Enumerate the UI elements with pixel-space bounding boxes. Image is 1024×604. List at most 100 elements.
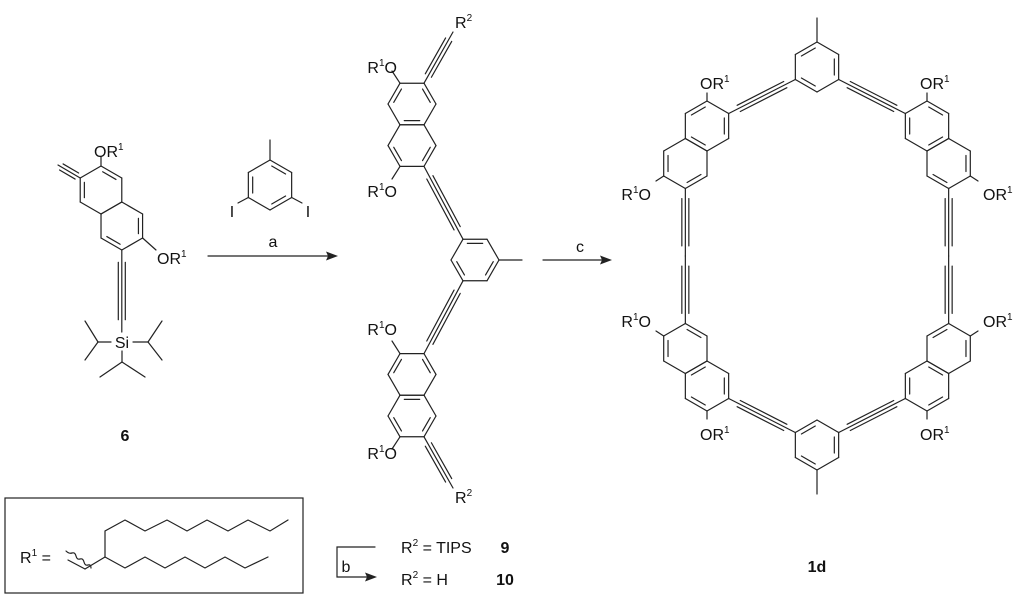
bond-line xyxy=(423,280,464,355)
ring-bond xyxy=(100,237,123,251)
o-bond xyxy=(391,436,401,450)
ring-bond xyxy=(948,175,971,190)
ring-bond xyxy=(926,397,950,412)
alkyne-bridge-bond xyxy=(728,78,796,115)
naphthalene-ring xyxy=(904,100,950,152)
label-superscript: 1 xyxy=(944,425,950,436)
label-superscript: 2 xyxy=(467,488,473,499)
double-bond-inner xyxy=(393,358,403,374)
label-main: OR xyxy=(700,76,724,93)
double-bond-inner xyxy=(421,417,431,432)
ring-bond xyxy=(684,100,708,115)
ring-bond xyxy=(904,397,928,412)
bond-line xyxy=(849,80,898,106)
ring-bond xyxy=(121,237,144,251)
ring-bond xyxy=(269,196,293,211)
bond-line xyxy=(838,397,906,434)
double-bond-inner xyxy=(393,88,403,103)
alkoxy-label: R1O xyxy=(621,312,651,331)
alkoxy-label: OR1 xyxy=(157,249,187,268)
bond-line xyxy=(432,175,461,228)
bond-line xyxy=(849,406,898,432)
label-suffix: O xyxy=(385,184,397,201)
alkyne-bridge-bond xyxy=(728,397,796,434)
alkoxy-label: R1O xyxy=(367,444,397,463)
ring-bond xyxy=(387,394,401,417)
double-bond-inner xyxy=(102,171,117,181)
ring-bond xyxy=(794,41,818,56)
alkoxy-label: R1O xyxy=(621,185,651,204)
alkyne-bridge-bond xyxy=(423,165,464,240)
label-superscript: 1 xyxy=(633,185,639,196)
double-bond-inner xyxy=(456,261,466,276)
label-superscript: 1 xyxy=(379,444,385,455)
diyne-bond xyxy=(944,255,953,325)
label-main: R xyxy=(367,60,379,77)
double-bond-inner xyxy=(393,146,403,162)
alkyne-bridge-bond xyxy=(423,280,464,355)
ring-bond xyxy=(387,103,401,126)
ring-bond xyxy=(794,456,818,471)
naphthalene-ring xyxy=(926,137,971,190)
arrowhead xyxy=(365,572,377,582)
label-main: OR xyxy=(920,76,944,93)
alkyne-r2-bond xyxy=(423,31,454,84)
bond-line xyxy=(736,80,785,106)
ring-bond xyxy=(423,82,437,105)
alkoxy-label: OR1 xyxy=(983,185,1013,204)
ring-bond xyxy=(387,373,401,396)
label-suffix: O xyxy=(639,187,651,204)
ring-bond xyxy=(663,322,686,337)
bond-line xyxy=(739,399,788,425)
double-bond-inner xyxy=(932,173,948,184)
label-superscript: 1 xyxy=(944,74,950,85)
bond-line xyxy=(846,399,895,425)
r2-tips-label: R2 = TIPS xyxy=(401,538,472,557)
diyne-bond xyxy=(681,187,690,257)
double-bond-inner xyxy=(271,165,287,175)
r1-definition-box xyxy=(4,497,304,594)
benzene-ring xyxy=(794,41,840,93)
double-bond-inner xyxy=(690,106,706,116)
alkyne-bridge-bond xyxy=(838,78,906,115)
label-superscript: 1 xyxy=(724,74,730,85)
compound-9-label: 9 xyxy=(501,540,510,557)
o-bond xyxy=(969,175,979,182)
alkoxy-label: OR1 xyxy=(700,74,730,93)
double-bond-inner xyxy=(800,425,816,435)
double-bond-inner xyxy=(421,88,431,103)
naphthalene-ring xyxy=(663,322,708,375)
naphthalene-ring xyxy=(387,394,437,438)
o-bond xyxy=(655,175,665,182)
alkoxy-label: OR1 xyxy=(94,142,124,161)
double-bond-inner xyxy=(928,136,944,146)
o-bond xyxy=(391,165,401,180)
double-bond-inner xyxy=(690,366,706,376)
ring-bond xyxy=(926,137,950,152)
double-bond-inner xyxy=(393,417,403,432)
alkyne-bridge-bond xyxy=(838,397,906,434)
ring-bond xyxy=(121,201,144,215)
bond-line xyxy=(424,37,447,75)
single-bond xyxy=(291,196,303,204)
bond-line xyxy=(58,169,76,180)
single-bond xyxy=(84,341,99,361)
compound-6-label: 6 xyxy=(121,428,130,445)
r2-label: R2 xyxy=(455,13,473,32)
alkyl-chain-octyl xyxy=(104,556,269,569)
ring-bond xyxy=(926,360,950,375)
bond-line xyxy=(424,445,447,483)
naphthalene-ring xyxy=(684,100,730,152)
double-bond-inner xyxy=(421,146,431,162)
o-bond xyxy=(655,330,665,337)
bond-line xyxy=(426,289,455,342)
bond-line xyxy=(423,165,464,240)
label-superscript: 1 xyxy=(724,425,730,436)
label-suffix: O xyxy=(385,446,397,463)
label-superscript: 1 xyxy=(633,312,639,323)
bond-line xyxy=(57,164,81,179)
double-bond-inner xyxy=(686,328,702,339)
alkoxy-label: OR1 xyxy=(920,425,950,444)
naphthalene-ring xyxy=(387,124,437,167)
